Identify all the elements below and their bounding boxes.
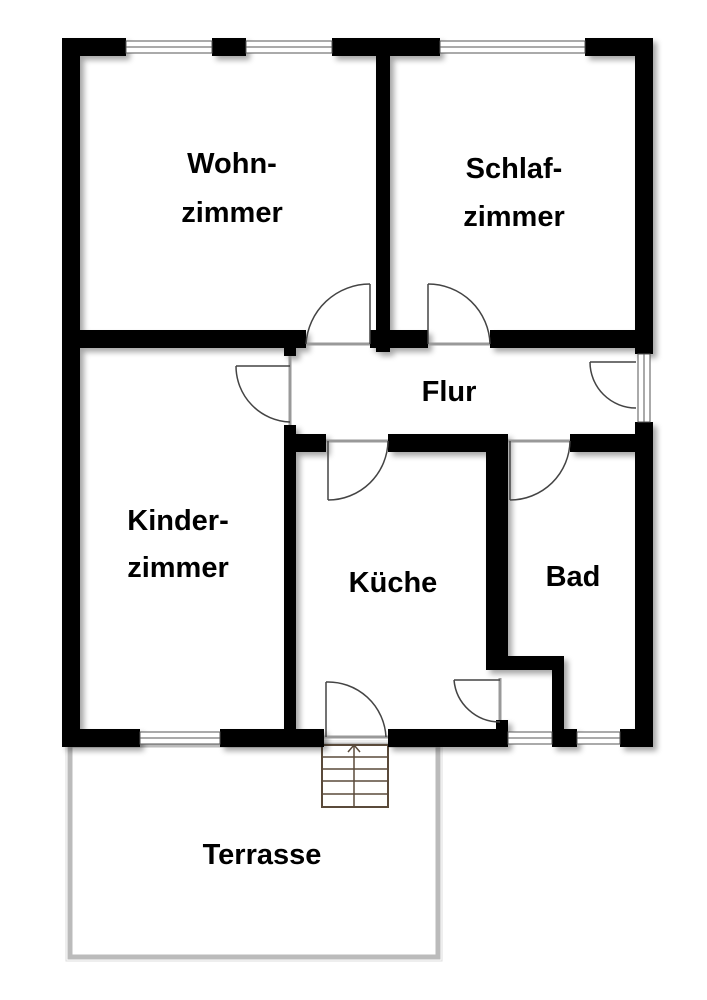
room-label-bad: Bad: [546, 561, 601, 593]
stair-arrow-icon: [347, 743, 361, 753]
room-label-wohnzimmer: Wohn-: [187, 148, 277, 180]
door-bad: [508, 439, 571, 501]
room-labels: Wohn- zimmer Schlaf- zimmer Flur Kinder-…: [127, 148, 600, 871]
room-label-kinderzimmer: Kinder-: [127, 505, 229, 537]
room-label-kinderzimmer-2: zimmer: [127, 552, 229, 584]
room-label-flur: Flur: [422, 376, 477, 408]
door-schlafzimmer: [427, 283, 491, 346]
terrace-stairs: [321, 743, 389, 808]
door-wc: [453, 678, 502, 723]
door-kueche: [326, 439, 389, 501]
doors: [235, 283, 637, 739]
room-label-schlafzimmer-2: zimmer: [463, 201, 565, 233]
door-terrasse: [324, 681, 388, 739]
room-label-schlafzimmer: Schlaf-: [466, 153, 563, 185]
room-label-terrasse: Terrasse: [203, 839, 322, 871]
door-wohnzimmer: [305, 283, 371, 346]
walls: [62, 38, 653, 747]
door-flur-entrance: [589, 361, 637, 409]
room-label-wohnzimmer-2: zimmer: [181, 197, 283, 229]
door-kinderzimmer: [235, 356, 292, 425]
room-label-kueche: Küche: [349, 567, 438, 599]
windows: [125, 40, 651, 745]
